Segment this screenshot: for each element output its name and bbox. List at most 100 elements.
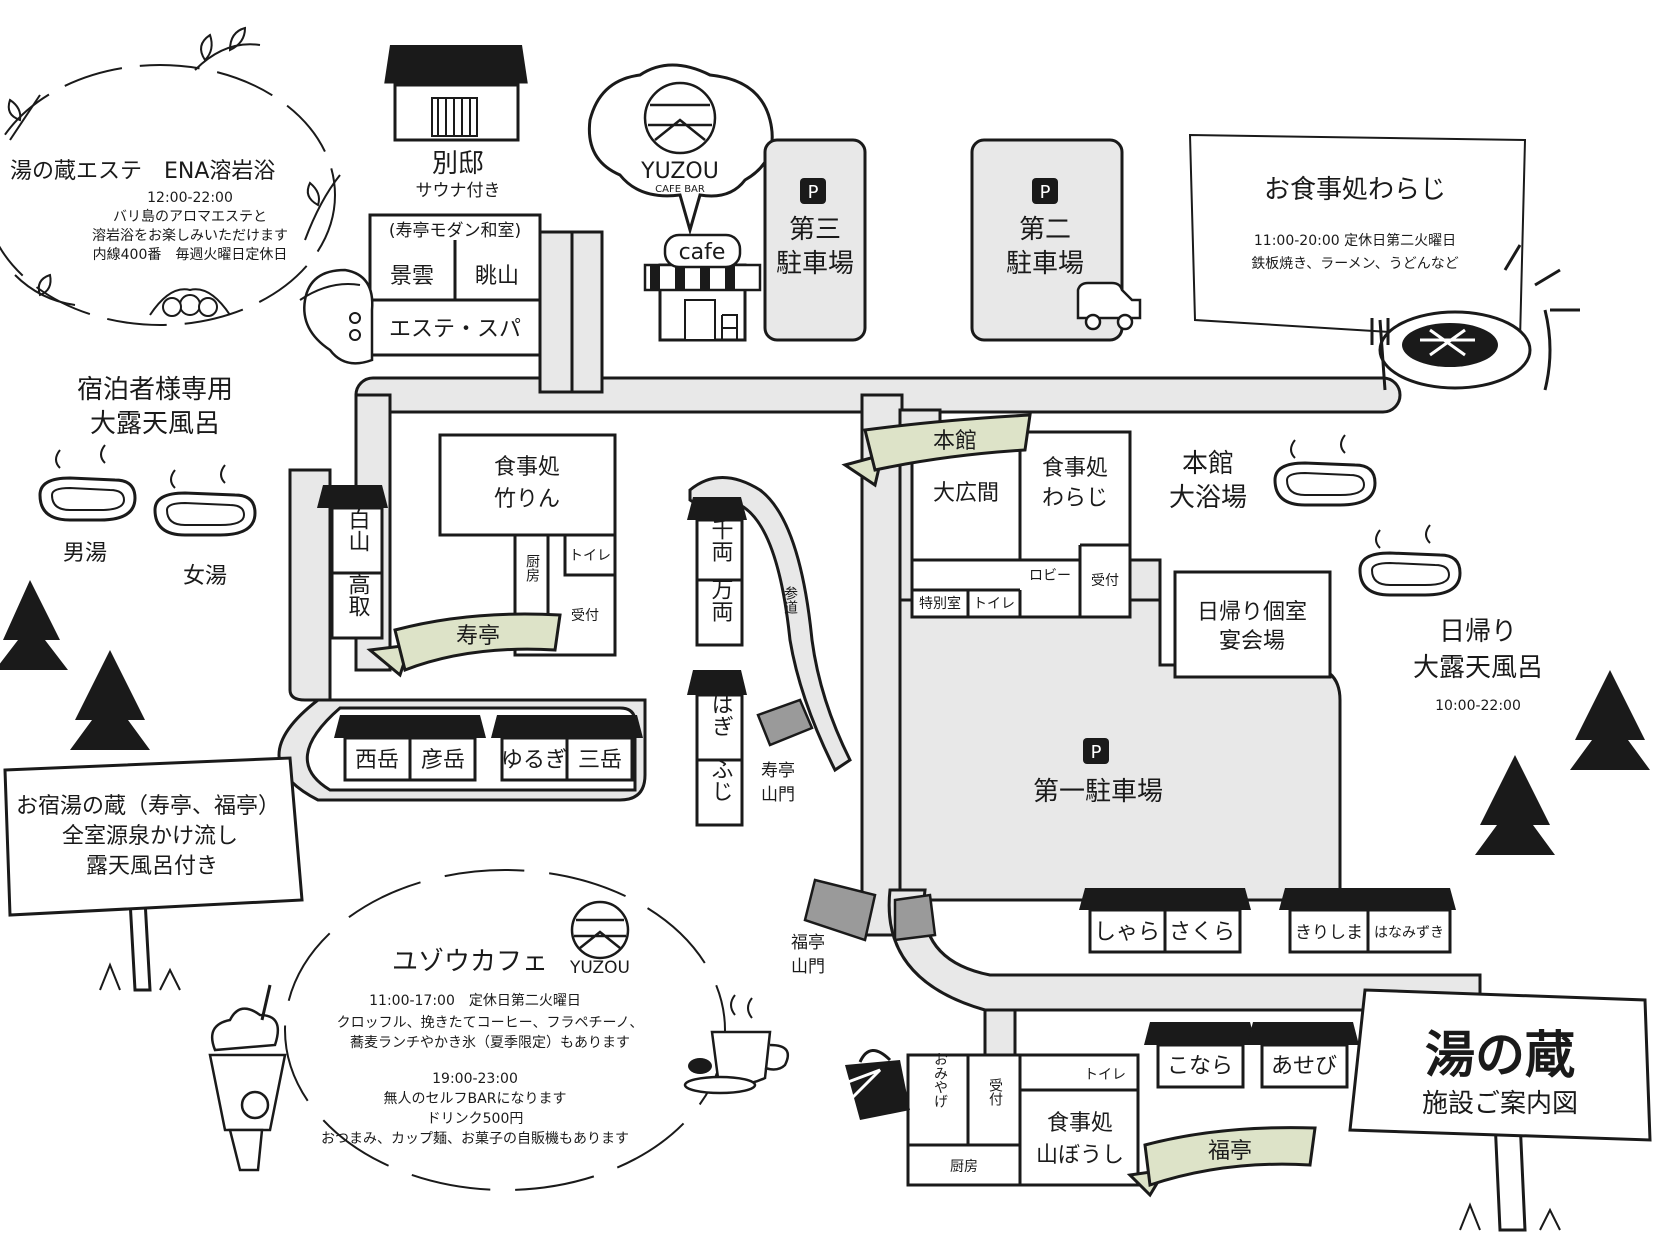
honkan-ribbon: 本館 (841, 413, 1032, 488)
waraji-title: お食事処わらじ (1264, 175, 1446, 205)
cottage-hakusan: 白山 (345, 508, 370, 552)
este-info: 湯の蔵エステ ENA溶岩浴 12:00-22:00 バリ島のアロマエステと 溶岩… (0, 26, 341, 326)
cafe-sign: cafe (679, 240, 726, 265)
honkan-lobby: ロビー (1029, 568, 1071, 584)
chikurin-toilet: トイレ (569, 548, 611, 564)
men-bath-label: 男湯 (63, 541, 107, 566)
chikurin-kitchen: 厨房 (524, 554, 540, 582)
bettei-building: 別邸 サウナ付き (384, 45, 528, 201)
lodging-sign-2: 全室源泉かけ流し (62, 824, 238, 849)
honkan-bath-2: 大浴場 (1169, 483, 1247, 513)
yuzou-cafe-info: YUZOU ユゾウカフェ 11:00-17:00 定休日第二火曜日 クロッフル、… (208, 869, 790, 1191)
lodging-signboard: お宿湯の蔵（寿亭、福亭） 全室源泉かけ流し 露天風呂付き (3, 756, 304, 992)
este-line-2: 溶岩浴をお楽しみいただけます (92, 228, 288, 244)
day-bath-title-1: 日帰り (1439, 617, 1517, 647)
parking-second: P 第二 駐車場 (970, 138, 1142, 342)
day-bath-hours: 10:00-22:00 (1435, 698, 1521, 714)
cottage-hikodake: 彦岳 (421, 748, 465, 773)
este-hours: 12:00-22:00 (147, 190, 233, 206)
waraji-info: お食事処わらじ 11:00-20:00 定休日第二火曜日 鉄板焼き、ラーメン、う… (1188, 133, 1580, 391)
hot-spring-icon (1358, 524, 1462, 597)
lodging-sign-1: お宿湯の蔵（寿亭、福亭） (16, 794, 280, 819)
cottage-sakura: さくら (1169, 920, 1235, 945)
honkan-toilet: トイレ (973, 596, 1015, 612)
cottage-hagi: はぎ (708, 693, 733, 737)
day-private-room: 日帰り個室 宴会場 (1173, 570, 1332, 679)
parking-second-label-2: 駐車場 (1006, 249, 1084, 279)
waraji-hours: 11:00-20:00 定休日第二火曜日 (1254, 232, 1456, 249)
honkan-reception: 受付 (1091, 573, 1119, 589)
fukutei-gate-1: 福亭 (791, 933, 825, 953)
cottage-mitake: 三岳 (578, 748, 622, 773)
guest-bath: 宿泊者様専用 大露天風呂 男湯 女湯 (38, 375, 257, 589)
cottage-hagi-fuji: はぎ ふじ (687, 670, 747, 827)
cottage-row: 西岳 彦岳 ゆるぎ 三岳 (334, 715, 643, 782)
yuzou-cafe-hours: 11:00-17:00 定休日第二火曜日 (369, 992, 581, 1009)
kotobukitei-ribbon-label: 寿亭 (456, 624, 500, 649)
yuzou-logo-icon (643, 81, 717, 155)
fukutei-restaurant-1: 食事処 (1047, 1111, 1113, 1136)
parking-icon: P (808, 182, 819, 203)
honkan-restaurant-2: わらじ (1042, 486, 1108, 511)
yuzou-cafe-menu-2: 蕎麦ランチやかき氷（夏季限定）もあります (350, 1035, 630, 1051)
chikurin-building: 食事処 竹りん 厨房 トイレ 受付 (438, 433, 617, 657)
cottage-yurugi: ゆるぎ (501, 748, 567, 773)
parking-third-label-1: 第三 (789, 215, 841, 245)
hot-spring-icon (1273, 434, 1377, 507)
yuzou-bar-3: おつまみ、カップ麺、お菓子の自販機もあります (321, 1131, 629, 1147)
chikurin-name-1: 食事処 (494, 455, 560, 480)
parking-third-label-2: 駐車場 (776, 249, 854, 279)
fukutei-gate-2: 山門 (791, 957, 825, 977)
yuzou-bar-2: ドリンク500円 (427, 1111, 524, 1127)
gift-bag-icon (839, 1049, 910, 1120)
yuzou-cafe-top: YUZOU CAFE BAR cafe (587, 63, 774, 342)
yuzou-logo-text-2: YUZOU (569, 958, 630, 978)
parking-first-label: 第一駐車場 (1033, 777, 1163, 807)
room-keiun: 景雲 (390, 264, 434, 289)
yuzou-cafe-title: ユゾウカフェ (392, 947, 548, 977)
kotobukitei-gate: 寿亭 山門 (756, 698, 814, 805)
cottage-kirishima: きりしま (1295, 923, 1363, 943)
kotobukitei-gate-2: 山門 (761, 785, 795, 805)
fukutei-cottages-3: こなら あせび (1144, 1022, 1359, 1089)
cottage-takatori: 高取 (345, 573, 371, 617)
fukutei-souvenir: おみやげ (932, 1052, 948, 1108)
title-signboard: 湯の蔵 施設ご案内図 (1348, 988, 1652, 1232)
cafe-storefront-icon: cafe (643, 233, 762, 342)
flower-icon (149, 288, 231, 317)
fukutei-cottages-2: きりしま はなみずき (1279, 888, 1456, 954)
parking-first: P 第一駐車場 (1033, 738, 1163, 807)
kotobukitei-modern: (寿亭モダン和室) 景雲 眺山 エステ・スパ (299, 213, 542, 365)
hot-spring-icon (153, 464, 257, 537)
fukutei-ribbon: 福亭 (1126, 1126, 1317, 1198)
cottage-manryo: 万両 (708, 578, 734, 622)
yuzou-logo-sub: CAFE BAR (655, 184, 705, 195)
guest-bath-title-1: 宿泊者様専用 (77, 375, 233, 405)
sando-label: 参道 (782, 585, 798, 615)
fukutei-building: おみやげ 受付 トイレ 食事処 山ぼうし 厨房 (839, 1049, 1140, 1187)
este-line-3: 内線400番 毎週火曜日定休日 (93, 247, 288, 263)
lodging-sign-3: 露天風呂付き (86, 854, 218, 879)
yuzou-logo-text: YUZOU (640, 159, 719, 184)
fukutei-kitchen: 厨房 (950, 1159, 978, 1175)
honkan-hall: 大広間 (933, 481, 999, 506)
kotobukitei-ribbon: 寿亭 (366, 612, 562, 678)
yuzou-logo-icon (570, 900, 630, 960)
honkan-restaurant-1: 食事処 (1042, 456, 1108, 481)
honkan-ribbon-label: 本館 (933, 429, 977, 454)
day-room-1: 日帰り個室 (1197, 600, 1307, 625)
yuzou-bar-hours: 19:00-23:00 (432, 1071, 518, 1087)
chikurin-reception: 受付 (571, 608, 599, 624)
women-bath-label: 女湯 (183, 564, 227, 589)
cottage-nishidake: 西岳 (355, 748, 399, 773)
tree-icon (0, 580, 1650, 855)
day-bath-title-2: 大露天風呂 (1413, 653, 1543, 683)
coffee-cup-icon (683, 994, 790, 1095)
parking-third: P 第三 駐車場 (763, 138, 867, 342)
honkan-special: 特別室 (919, 595, 961, 612)
map-subtitle: 施設ご案内図 (1422, 1089, 1578, 1119)
cottage-hanamizuki: はなみずき (1374, 925, 1444, 941)
chikurin-name-2: 竹りん (494, 487, 560, 512)
honkan-building: 大広間 食事処 わらじ ロビー 受付 特別室 トイレ (910, 430, 1132, 619)
